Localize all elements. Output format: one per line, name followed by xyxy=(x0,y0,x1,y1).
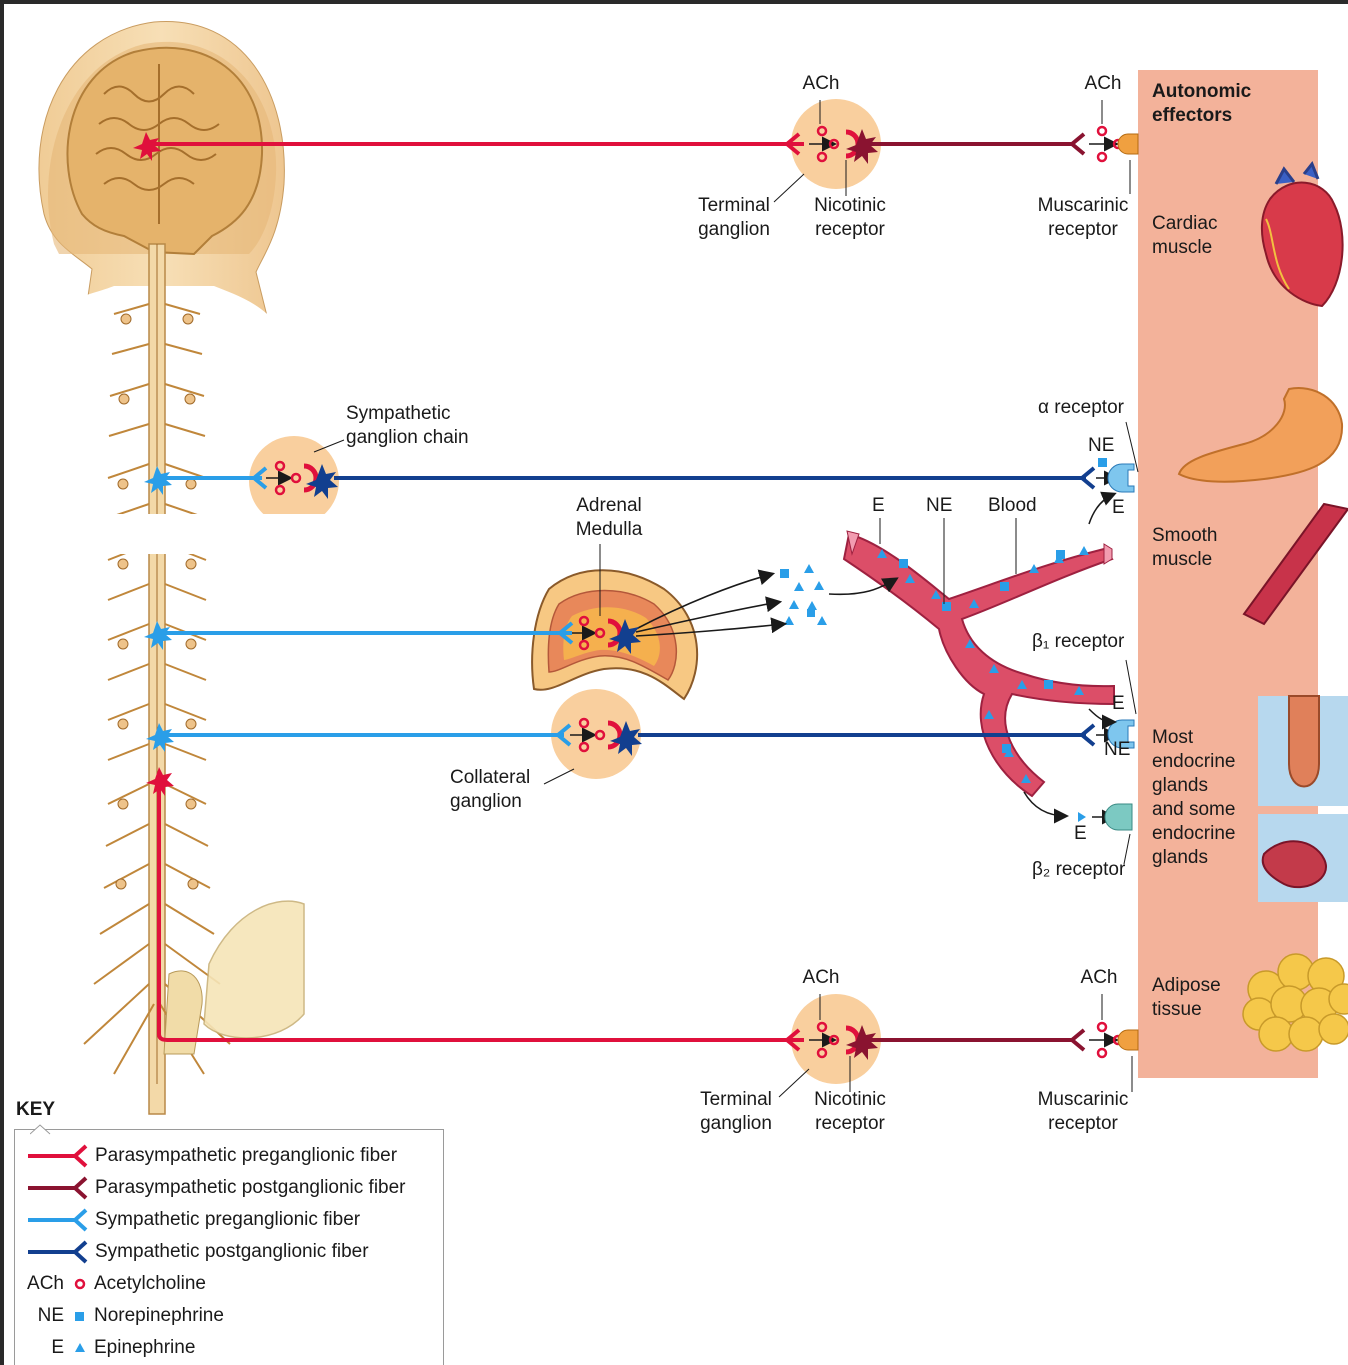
nicotinic-receptor-label-top: Nicotinic receptor xyxy=(800,194,900,242)
key-label-symp-post: Sympathetic postganglionic fiber xyxy=(95,1241,369,1263)
e-label-beta1: E xyxy=(1112,692,1125,716)
key-row-para-post: Parasympathetic postganglionic fiber xyxy=(20,1173,406,1203)
ne-label-alpha: NE xyxy=(1088,434,1114,458)
gland-illustration xyxy=(1258,696,1348,902)
e-label-blood: E xyxy=(872,494,885,518)
smooth-muscle-label: Smooth muscle xyxy=(1152,524,1217,572)
key-row-para-pre: Parasympathetic preganglionic fiber xyxy=(20,1141,397,1171)
adrenal-medulla-label: Adrenal Medulla xyxy=(559,494,659,542)
key-row-e: E Epinephrine xyxy=(20,1333,195,1363)
blood-label: Blood xyxy=(988,494,1037,518)
key-abbr-ach: ACh xyxy=(20,1273,64,1295)
terminal-ganglion-label-bottom: Terminal ganglion xyxy=(686,1088,786,1136)
key-notch xyxy=(30,1123,60,1135)
alpha-receptor-label: α receptor xyxy=(1038,396,1124,420)
key-row-ne: NE Norepinephrine xyxy=(20,1301,224,1331)
key-label-para-post: Parasympathetic postganglionic fiber xyxy=(95,1177,406,1199)
key-label-ne: Norepinephrine xyxy=(94,1305,224,1327)
ne-label-blood: NE xyxy=(926,494,952,518)
terminal-ganglion-label-top: Terminal ganglion xyxy=(684,194,784,242)
adipose-tissue-label: Adipose tissue xyxy=(1152,974,1221,1022)
muscarinic-receptor-label-bottom: Muscarinic receptor xyxy=(1028,1088,1138,1136)
key-abbr-ne: NE xyxy=(20,1305,64,1327)
key-row-symp-post: Sympathetic postganglionic fiber xyxy=(20,1237,369,1267)
key-label-para-pre: Parasympathetic preganglionic fiber xyxy=(95,1145,397,1167)
ach-label-bottom-effector: ACh xyxy=(1074,966,1124,990)
muscarinic-receptor-label-top: Muscarinic receptor xyxy=(1028,194,1138,242)
norepinephrine-square-icon xyxy=(64,1301,94,1331)
legend-key: KEY Parasympathetic preganglionic fiber … xyxy=(10,1099,440,1361)
key-label-ach: Acetylcholine xyxy=(94,1273,206,1295)
sympathetic-ganglion-chain-label: Sympathetic ganglion chain xyxy=(346,402,469,450)
beta1-receptor-label: β₁ receptor xyxy=(1032,630,1124,654)
nicotinic-receptor-label-bottom: Nicotinic receptor xyxy=(800,1088,900,1136)
para-pre-fiber-icon xyxy=(20,1141,95,1171)
blood-vessel-illustration xyxy=(844,531,1114,796)
glands-label: Most endocrine glands and some endocrine… xyxy=(1152,726,1235,870)
symp-pre-fiber-icon xyxy=(20,1205,95,1235)
ach-label-bottom-ganglion: ACh xyxy=(796,966,846,990)
autonomic-effectors-title: Autonomic effectors xyxy=(1152,80,1251,128)
diagram-canvas: ACh ACh Terminal ganglion Nicotinic rece… xyxy=(4,4,1348,1365)
ach-label-top-effector: ACh xyxy=(1078,72,1128,96)
e-label-alpha: E xyxy=(1112,496,1125,520)
human-figure-illustration xyxy=(4,21,304,1114)
key-abbr-e: E xyxy=(20,1337,64,1359)
beta2-receptor-label: β₂ receptor xyxy=(1032,858,1125,882)
key-row-symp-pre: Sympathetic preganglionic fiber xyxy=(20,1205,360,1235)
symp-post-fiber-icon xyxy=(20,1237,95,1267)
cardiac-muscle-label: Cardiac muscle xyxy=(1152,212,1217,260)
collateral-ganglion-label: Collateral ganglion xyxy=(450,766,530,814)
key-label-symp-pre: Sympathetic preganglionic fiber xyxy=(95,1209,360,1231)
e-label-beta2: E xyxy=(1074,822,1087,846)
key-row-ach: ACh Acetylcholine xyxy=(20,1269,206,1299)
ach-label-top-ganglion: ACh xyxy=(796,72,846,96)
key-title: KEY xyxy=(16,1099,55,1121)
key-label-e: Epinephrine xyxy=(94,1337,195,1359)
acetylcholine-circle-icon xyxy=(64,1269,94,1299)
para-post-fiber-icon xyxy=(20,1173,95,1203)
epinephrine-triangle-icon xyxy=(64,1333,94,1363)
ne-label-beta1: NE xyxy=(1104,738,1130,762)
